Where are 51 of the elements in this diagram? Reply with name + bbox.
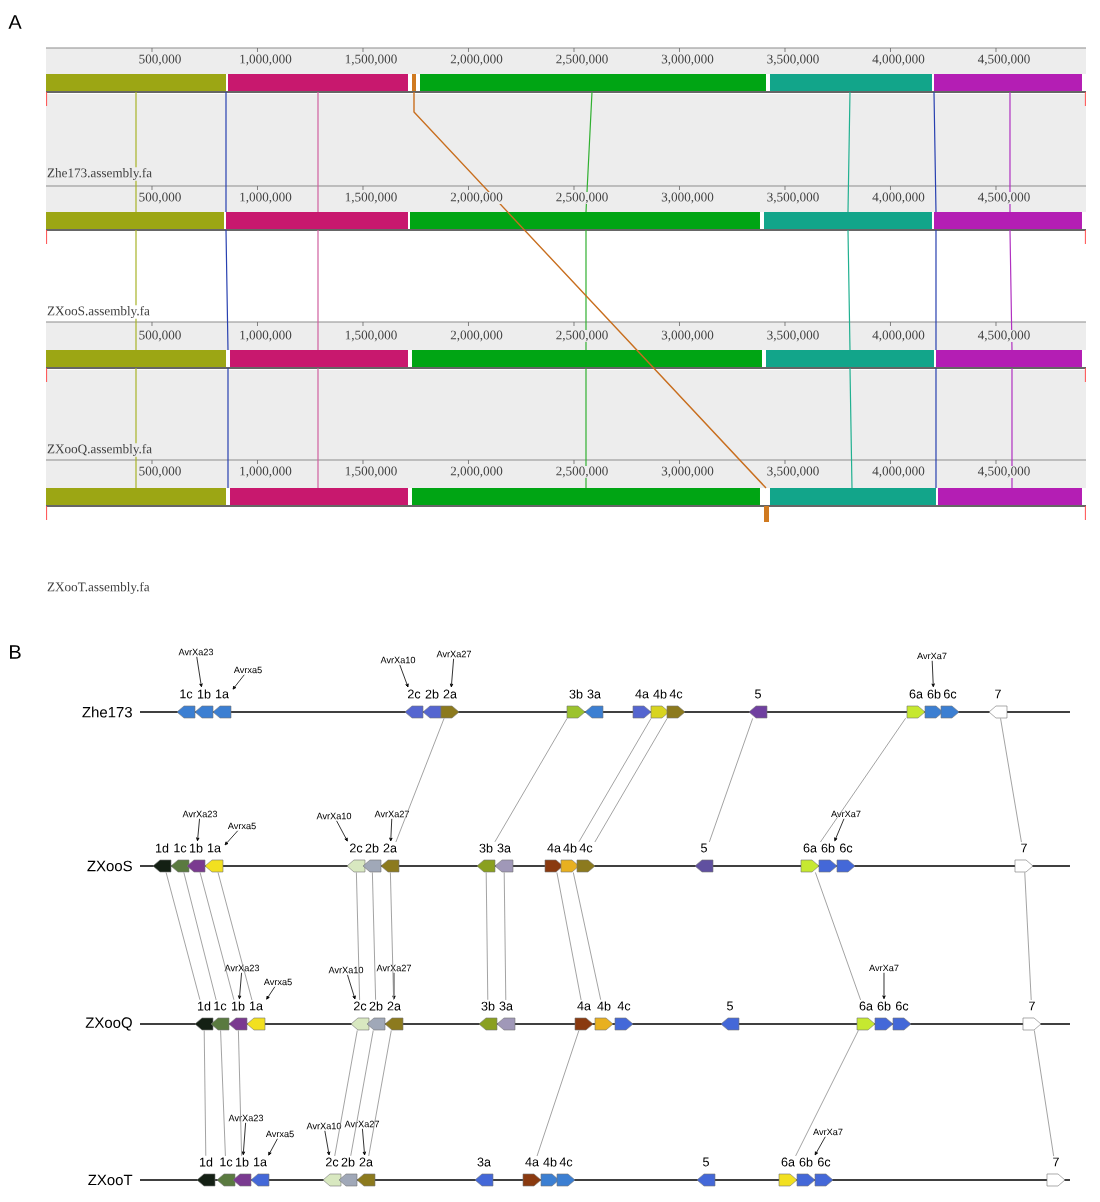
synteny-line — [220, 1030, 226, 1157]
synteny-line — [395, 718, 445, 843]
leader-arrow — [232, 674, 245, 690]
leader-arrow — [266, 986, 276, 1000]
synteny-line — [203, 1030, 207, 1157]
leader-arrow — [241, 1122, 247, 1156]
synteny-line — [183, 872, 217, 1001]
leader-arrow — [347, 974, 356, 1000]
synteny-line — [820, 717, 906, 843]
leader-arrow — [362, 1128, 367, 1156]
synteny-line — [556, 872, 582, 1001]
synteny-line — [536, 1030, 580, 1157]
synteny-line — [199, 872, 235, 1001]
leader-arrow — [449, 658, 454, 688]
panel-letter: B — [10, 645, 21, 659]
synteny-line — [368, 1030, 392, 1157]
leader-arrow — [336, 820, 348, 842]
leader-arrow — [392, 972, 396, 1000]
leader-arrow — [237, 972, 242, 1000]
synteny-line — [165, 872, 201, 1001]
synteny-line — [372, 872, 376, 1001]
synteny-line — [815, 872, 861, 1001]
synteny-line — [795, 1030, 859, 1157]
synteny-line — [238, 1030, 242, 1157]
synteny-line — [708, 718, 754, 843]
synteny-line — [494, 718, 568, 843]
synteny-line — [572, 872, 602, 1001]
leader-arrow — [324, 1130, 331, 1156]
leader-arrow — [882, 972, 886, 1000]
leader-arrow — [224, 830, 239, 846]
panel-letter: A — [8, 15, 22, 29]
synteny-line — [503, 872, 507, 1001]
leader-arrow — [196, 818, 200, 842]
synteny-line — [217, 872, 253, 1001]
synteny-line — [334, 1030, 358, 1157]
synteny-line — [390, 872, 394, 1001]
leader-arrow — [389, 818, 393, 842]
synteny-line — [1024, 872, 1032, 1001]
synteny-line — [356, 872, 360, 1001]
leader-arrow — [268, 1138, 278, 1156]
synteny-line — [350, 1030, 374, 1157]
leader-arrow — [834, 818, 845, 842]
leader-arrow — [196, 656, 203, 688]
leader-arrow — [399, 664, 409, 688]
synteny-line — [485, 872, 489, 1001]
synteny-line — [578, 718, 652, 843]
synteny-line — [1033, 1030, 1055, 1157]
synteny-line — [1000, 718, 1022, 843]
synteny-line — [594, 718, 668, 843]
leader-arrow — [814, 1136, 826, 1156]
leader-arrow — [931, 660, 935, 688]
